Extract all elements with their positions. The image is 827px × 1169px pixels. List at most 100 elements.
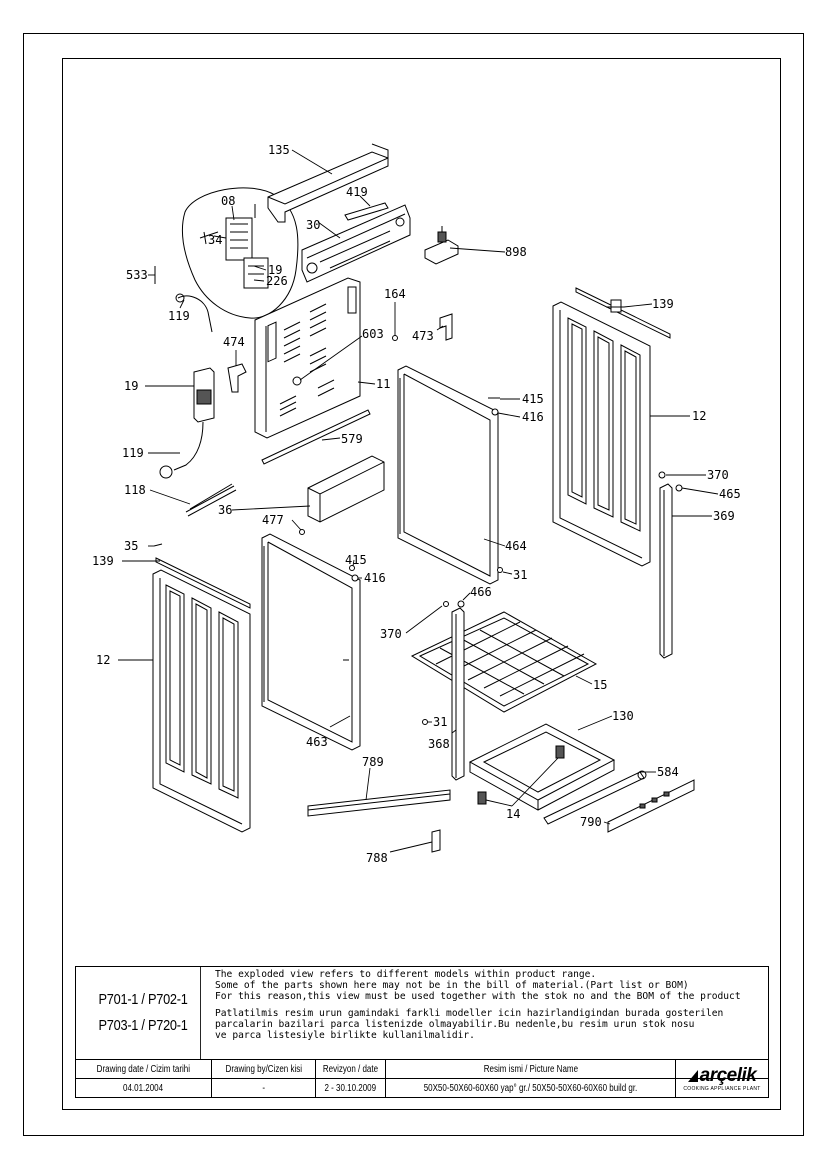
label-19: 19	[124, 379, 138, 393]
part-370-hinge-a	[658, 471, 666, 479]
label-369: 369	[713, 509, 735, 523]
part-463-side-frame	[261, 533, 361, 751]
label-139-left: 139	[92, 554, 114, 568]
part-898-thermostat	[424, 226, 459, 265]
label-08: 08	[221, 194, 235, 208]
part-416-clip-b	[351, 574, 359, 582]
part-789-front-strip	[307, 789, 451, 817]
header-picture-name: Resim ismi / Picture Name	[386, 1060, 676, 1078]
part-369-rail	[659, 483, 673, 659]
label-789: 789	[362, 755, 384, 769]
part-11-back-panel	[254, 277, 361, 439]
part-139-tab	[610, 299, 622, 313]
part-31-screw-b	[422, 719, 428, 725]
part-415-screw-b	[349, 565, 355, 571]
part-474-bracket	[227, 363, 247, 393]
part-464-side-frame	[397, 365, 499, 585]
disclaimer-notes: The exploded view refers to different mo…	[212, 967, 768, 1059]
model-line-2: P703-1 / P720-1	[98, 1017, 188, 1034]
header-revision: Revizyon / date	[316, 1060, 386, 1078]
label-370-mid: 370	[380, 627, 402, 641]
label-118: 118	[124, 483, 146, 497]
part-135-top-trim	[267, 143, 389, 223]
title-block: P701-1 / P702-1 P703-1 / P720-1 The expl…	[75, 966, 769, 1098]
part-370-hinge-b	[443, 601, 449, 607]
part-466-pin	[457, 600, 465, 608]
label-31-low: 31	[433, 715, 447, 729]
label-35: 35	[124, 539, 138, 553]
model-line-1: P701-1 / P702-1	[98, 991, 188, 1008]
part-790-rail	[607, 779, 695, 833]
part-119-wire-top	[175, 293, 213, 333]
label-584: 584	[657, 765, 679, 779]
label-34: 34	[208, 233, 222, 247]
part-14-feet	[477, 745, 565, 805]
label-135: 135	[268, 143, 290, 157]
arcelik-logo: arçelik COOKING APPLIANCE PLANT	[676, 1059, 768, 1097]
part-30-control-panel	[301, 204, 411, 283]
label-898: 898	[505, 245, 527, 259]
label-11: 11	[376, 377, 390, 391]
label-415-mid: 415	[345, 553, 367, 567]
label-368: 368	[428, 737, 450, 751]
label-36: 36	[218, 503, 232, 517]
logo-brand: arçelik	[688, 1065, 757, 1087]
label-139-top: 139	[652, 297, 674, 311]
label-130: 130	[612, 709, 634, 723]
label-30: 30	[306, 218, 320, 232]
part-579-gasket	[261, 409, 371, 465]
label-603: 603	[362, 327, 384, 341]
part-12-side-panel-left	[152, 569, 251, 833]
part-130-base-frame	[468, 723, 616, 811]
label-477: 477	[262, 513, 284, 527]
part-164-screw	[392, 335, 398, 341]
part-118-wires	[185, 483, 237, 517]
part-15-base-grid	[410, 611, 598, 713]
label-464: 464	[505, 539, 527, 553]
label-226: 226	[266, 274, 288, 288]
part-19-terminal-box	[159, 367, 215, 479]
note-tr-3: ve parca listesiyle birlikte kullanilmal…	[215, 1030, 475, 1041]
label-579: 579	[341, 432, 363, 446]
label-466: 466	[470, 585, 492, 599]
label-164: 164	[384, 287, 406, 301]
label-463: 463	[306, 735, 328, 749]
note-en-2: Some of the parts shown here may not be …	[215, 980, 689, 991]
inset-parts	[199, 204, 269, 289]
part-31-screw-a	[497, 567, 503, 573]
model-numbers: P701-1 / P702-1 P703-1 / P720-1	[86, 967, 201, 1059]
label-790: 790	[580, 815, 602, 829]
label-788: 788	[366, 851, 388, 865]
label-119-top: 119	[168, 309, 190, 323]
note-tr-2: parcalarin bazilari parca listenizde olm…	[215, 1019, 695, 1030]
value-drawing-by: -	[212, 1079, 316, 1097]
label-473: 473	[412, 329, 434, 343]
label-416-top: 416	[522, 410, 544, 424]
note-en-1: The exploded view refers to different mo…	[215, 969, 597, 980]
label-370-right: 370	[707, 468, 729, 482]
label-19-inset: 19	[268, 263, 282, 277]
header-drawing-date: Drawing date / Cizim tarihi	[76, 1060, 212, 1078]
label-15: 15	[593, 678, 607, 692]
label-14: 14	[506, 807, 520, 821]
part-788-post	[431, 829, 441, 853]
outer-border	[23, 33, 804, 1136]
label-416-mid: 416	[364, 571, 386, 585]
value-revision: 2 - 30.10.2009	[316, 1079, 386, 1097]
label-533: 533	[126, 268, 148, 282]
value-drawing-date: 04.01.2004	[76, 1079, 212, 1097]
drawing-border	[62, 58, 781, 1110]
title-block-header-row: Drawing date / Cizim tarihi Drawing by/C…	[76, 1059, 768, 1078]
note-tr-1: Patlatilmis resim urun gamindaki farkli …	[215, 1008, 724, 1019]
label-419: 419	[346, 185, 368, 199]
part-12-side-panel-right	[552, 301, 651, 567]
label-474: 474	[223, 335, 245, 349]
leader-lines	[118, 149, 719, 853]
callout-labels: 135 419 08 34 30 898 19 226 533 119 164 …	[92, 143, 741, 865]
label-31-top: 31	[513, 568, 527, 582]
title-block-value-row: 04.01.2004 - 2 - 30.10.2009 50X50-50X60-…	[76, 1078, 768, 1097]
inset-bubble	[181, 187, 299, 319]
part-368-rail	[451, 607, 465, 781]
part-419-strip	[344, 202, 389, 221]
part-416-clip-a	[491, 408, 499, 416]
